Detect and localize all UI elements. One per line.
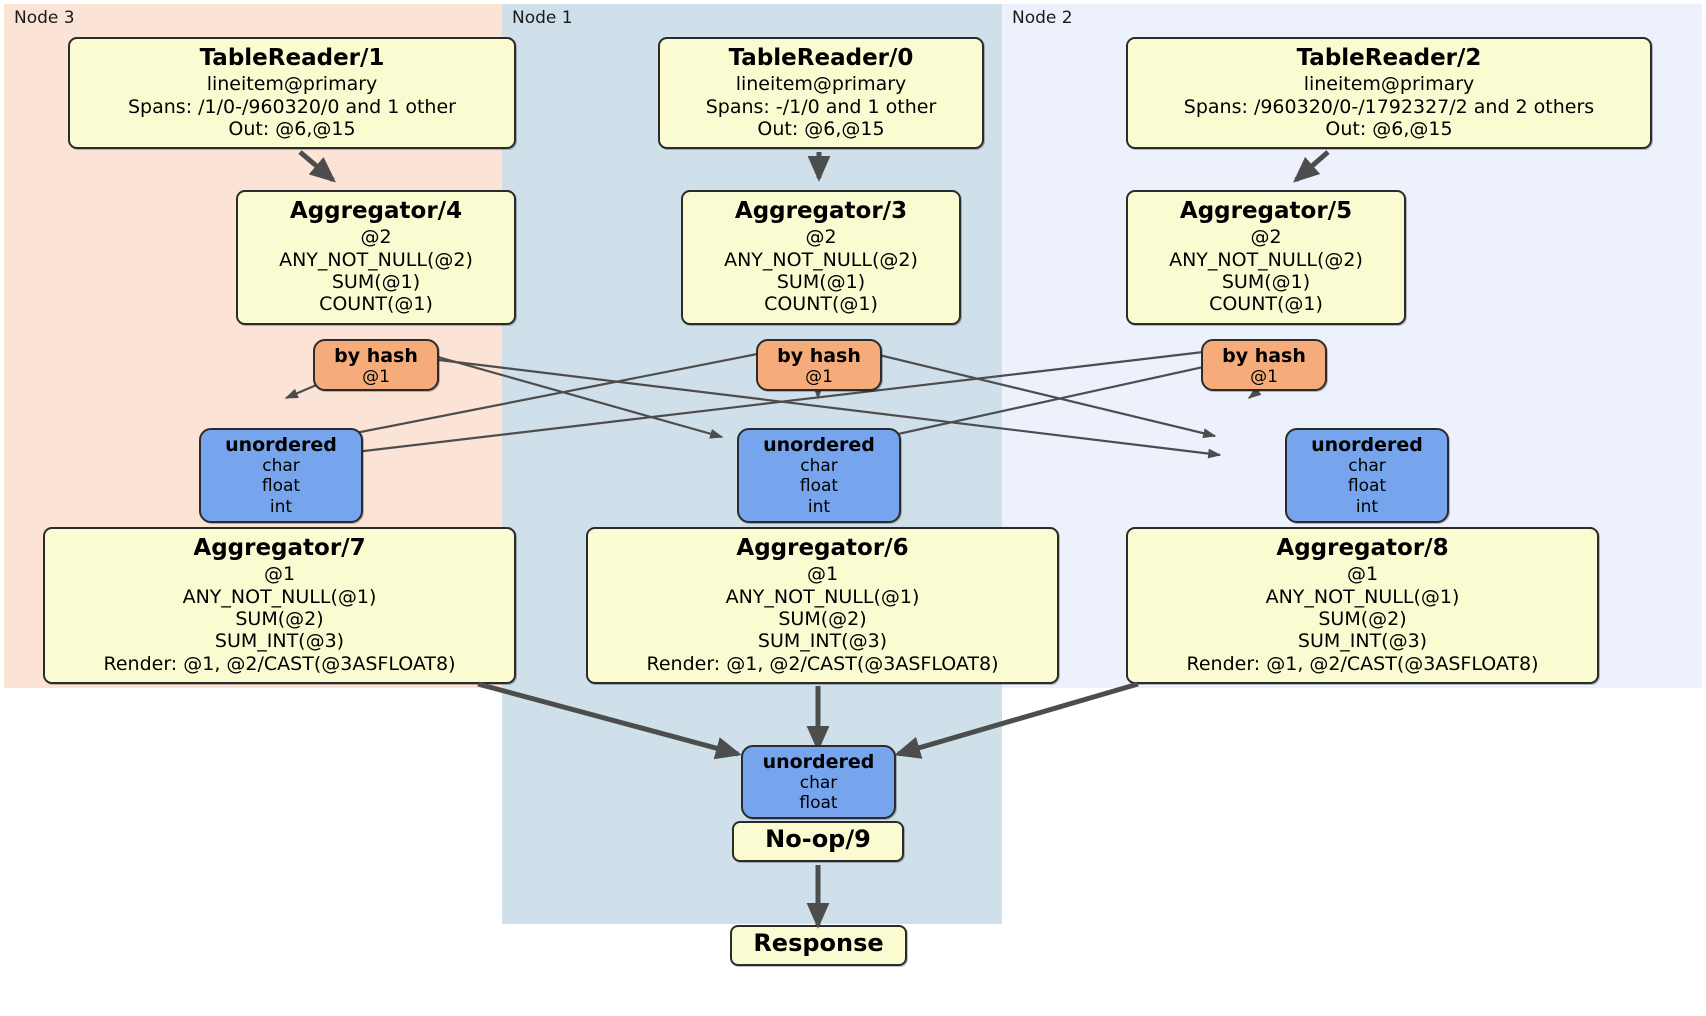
processor-title: Aggregator/3 — [734, 198, 908, 224]
processor-line: SUM(@2) — [778, 607, 867, 630]
router-unordered-right[interactable]: unordered char float int — [1285, 428, 1449, 523]
processor-line: Render: @1, @2/CAST(@3ASFLOAT8) — [103, 652, 456, 675]
processor-aggregator-6[interactable]: Aggregator/6 @1 ANY_NOT_NULL(@1) SUM(@2)… — [586, 527, 1059, 685]
router-title: by hash — [334, 345, 418, 367]
processor-line: ANY_NOT_NULL(@2) — [1169, 248, 1363, 271]
router-line: float — [261, 476, 301, 497]
router-title: unordered — [1311, 434, 1423, 456]
processor-line: Spans: /1/0-/960320/0 and 1 other — [128, 95, 456, 118]
router-by-hash-right[interactable]: by hash @1 — [1201, 339, 1327, 391]
processor-line: SUM(@2) — [235, 607, 324, 630]
processor-aggregator-7[interactable]: Aggregator/7 @1 ANY_NOT_NULL(@1) SUM(@2)… — [43, 527, 516, 685]
processor-line: SUM(@1) — [1221, 270, 1311, 293]
processor-line: Out: @6,@15 — [228, 117, 356, 140]
processor-line: @2 — [805, 226, 837, 249]
router-line: int — [269, 496, 293, 517]
router-by-hash-center[interactable]: by hash @1 — [756, 339, 882, 391]
router-line: int — [807, 496, 831, 517]
processor-title: No-op/9 — [765, 825, 871, 853]
processor-title: Aggregator/7 — [193, 535, 366, 561]
processor-line: ANY_NOT_NULL(@2) — [724, 248, 918, 271]
router-line: float — [799, 476, 839, 497]
processor-tablereader-1[interactable]: TableReader/1 lineitem@primary Spans: /1… — [68, 37, 516, 150]
processor-line: @1 — [1346, 563, 1379, 586]
router-title: by hash — [1222, 345, 1306, 367]
processor-title: TableReader/2 — [1296, 45, 1482, 71]
processor-line: SUM(@1) — [331, 270, 421, 293]
router-title: unordered — [762, 751, 875, 773]
processor-tablereader-0[interactable]: TableReader/0 lineitem@primary Spans: -/… — [658, 37, 984, 150]
router-line: char — [799, 773, 838, 794]
processor-title: TableReader/0 — [728, 45, 914, 71]
router-line: char — [800, 456, 838, 477]
processor-line: lineitem@primary — [735, 73, 907, 96]
processor-aggregator-3[interactable]: Aggregator/3 @2 ANY_NOT_NULL(@2) SUM(@1)… — [681, 190, 961, 325]
processor-line: Spans: /960320/0-/1792327/2 and 2 others — [1183, 95, 1595, 118]
processor-line: lineitem@primary — [1303, 73, 1475, 96]
router-line: @1 — [805, 367, 833, 388]
router-line: @1 — [362, 367, 390, 388]
router-line: char — [1348, 456, 1386, 477]
processor-line: ANY_NOT_NULL(@2) — [279, 248, 473, 271]
processor-line: Render: @1, @2/CAST(@3ASFLOAT8) — [1186, 652, 1539, 675]
router-by-hash-left[interactable]: by hash @1 — [313, 339, 439, 391]
processor-title: Aggregator/6 — [736, 535, 909, 561]
router-line: float — [799, 793, 838, 814]
processor-line: COUNT(@1) — [764, 293, 878, 316]
router-unordered-center[interactable]: unordered char float int — [737, 428, 901, 523]
router-line: char — [262, 456, 300, 477]
processor-line: Render: @1, @2/CAST(@3ASFLOAT8) — [646, 652, 999, 675]
processor-line: ANY_NOT_NULL(@1) — [1265, 585, 1460, 608]
processor-line: COUNT(@1) — [1209, 293, 1323, 316]
router-title: by hash — [777, 345, 861, 367]
processor-line: lineitem@primary — [206, 73, 378, 96]
router-unordered-left[interactable]: unordered char float int — [199, 428, 363, 523]
processor-line: Spans: -/1/0 and 1 other — [705, 95, 937, 118]
processor-line: ANY_NOT_NULL(@1) — [725, 585, 920, 608]
processor-line: @2 — [360, 226, 392, 249]
processor-line: @1 — [806, 563, 839, 586]
processor-line: SUM(@2) — [1318, 607, 1407, 630]
processor-line: @2 — [1250, 226, 1282, 249]
processor-line: ANY_NOT_NULL(@1) — [182, 585, 377, 608]
processor-aggregator-5[interactable]: Aggregator/5 @2 ANY_NOT_NULL(@2) SUM(@1)… — [1126, 190, 1406, 325]
processor-noop-9[interactable]: No-op/9 — [732, 821, 904, 862]
router-title: unordered — [763, 434, 875, 456]
router-title: unordered — [225, 434, 337, 456]
router-line: int — [1355, 496, 1379, 517]
processor-aggregator-4[interactable]: Aggregator/4 @2 ANY_NOT_NULL(@2) SUM(@1)… — [236, 190, 516, 325]
node-panel-label-node2: Node 2 — [1012, 8, 1073, 28]
processor-response[interactable]: Response — [730, 925, 907, 966]
router-unordered-final[interactable]: unordered char float — [741, 745, 896, 819]
processor-tablereader-2[interactable]: TableReader/2 lineitem@primary Spans: /9… — [1126, 37, 1652, 150]
processor-title: Aggregator/8 — [1276, 535, 1449, 561]
router-line: float — [1347, 476, 1387, 497]
router-line: @1 — [1250, 367, 1278, 388]
processor-line: SUM(@1) — [776, 270, 866, 293]
processor-title: Response — [753, 929, 884, 957]
processor-line: SUM_INT(@3) — [1297, 630, 1428, 653]
node-panel-label-node1: Node 1 — [512, 8, 573, 28]
processor-line: COUNT(@1) — [319, 293, 433, 316]
processor-line: @1 — [263, 563, 296, 586]
processor-title: Aggregator/4 — [289, 198, 463, 224]
processor-title: TableReader/1 — [199, 45, 385, 71]
processor-line: SUM_INT(@3) — [757, 630, 888, 653]
processor-title: Aggregator/5 — [1179, 198, 1353, 224]
processor-aggregator-8[interactable]: Aggregator/8 @1 ANY_NOT_NULL(@1) SUM(@2)… — [1126, 527, 1599, 685]
processor-line: SUM_INT(@3) — [214, 630, 345, 653]
node-panel-label-node3: Node 3 — [14, 8, 75, 28]
processor-line: Out: @6,@15 — [1325, 117, 1453, 140]
processor-line: Out: @6,@15 — [757, 117, 885, 140]
